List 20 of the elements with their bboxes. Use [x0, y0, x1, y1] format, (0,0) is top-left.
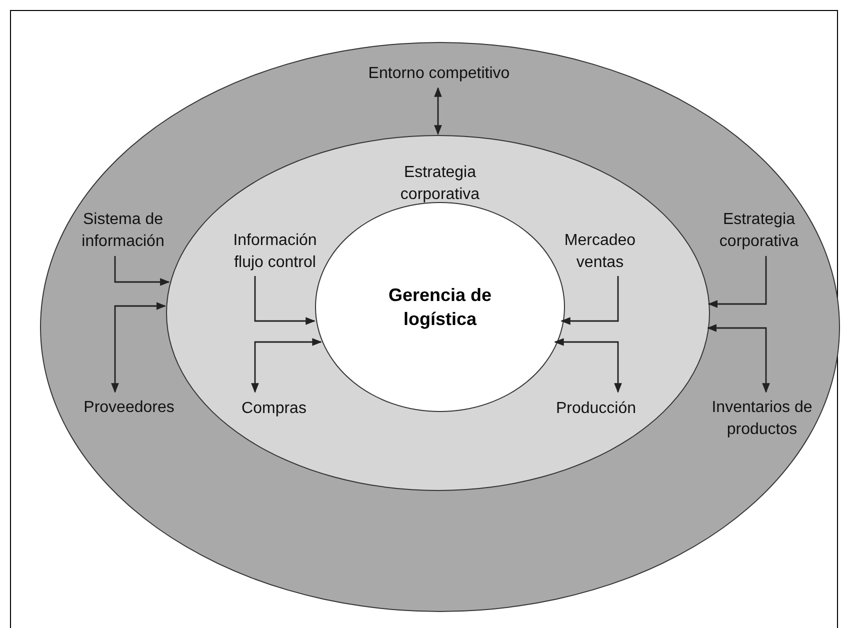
arrow [251, 338, 322, 393]
text-label: Proveedores [74, 397, 184, 421]
arrow [706, 324, 770, 393]
arrow [114, 256, 170, 286]
arrow [554, 338, 622, 393]
text-label: Inventarios de productos [701, 397, 823, 441]
text-label: Producción [546, 398, 646, 422]
arrow [708, 256, 767, 308]
arrow [254, 276, 316, 325]
arrow [560, 276, 619, 325]
text-label: Sistema de información [63, 209, 183, 253]
text-label: Información flujo control [222, 230, 328, 274]
text-label: Entorno competitivo [349, 63, 529, 85]
text-label: Mercadeo ventas [550, 230, 650, 274]
arrow [434, 87, 442, 135]
text-label: Estrategia corporativa [382, 162, 498, 206]
text-label: Compras [229, 398, 319, 422]
center-label: Gerencia de logística [387, 284, 493, 331]
arrow [111, 302, 166, 393]
text-label: Estrategia corporativa [701, 209, 817, 253]
